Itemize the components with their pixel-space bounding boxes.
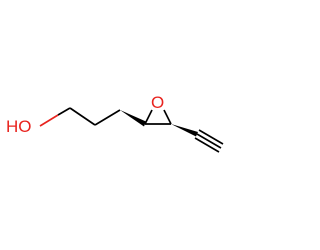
bond-c1-c2: [69, 107, 96, 126]
wedge-bond-c3-ca: [120, 110, 146, 127]
bond-o-c1-red: [39, 114, 59, 127]
triple-bond-line-1: [196, 133, 222, 149]
bond-cb-o: [163, 109, 172, 125]
bond-ca-o: [144, 109, 153, 125]
bond-o-c1: [57, 107, 71, 116]
wedge-bond-cb-alkyne: [171, 124, 198, 137]
epoxide-oxygen-label: O: [151, 93, 164, 112]
hydroxyl-label: HO: [6, 117, 32, 136]
triple-bond-line-2: [198, 129, 224, 145]
molecule-drawing: HO O: [6, 93, 224, 153]
triple-bond-line-3: [194, 137, 220, 153]
bond-c2-c3: [94, 109, 121, 126]
structure-canvas: HO O: [6, 93, 224, 153]
